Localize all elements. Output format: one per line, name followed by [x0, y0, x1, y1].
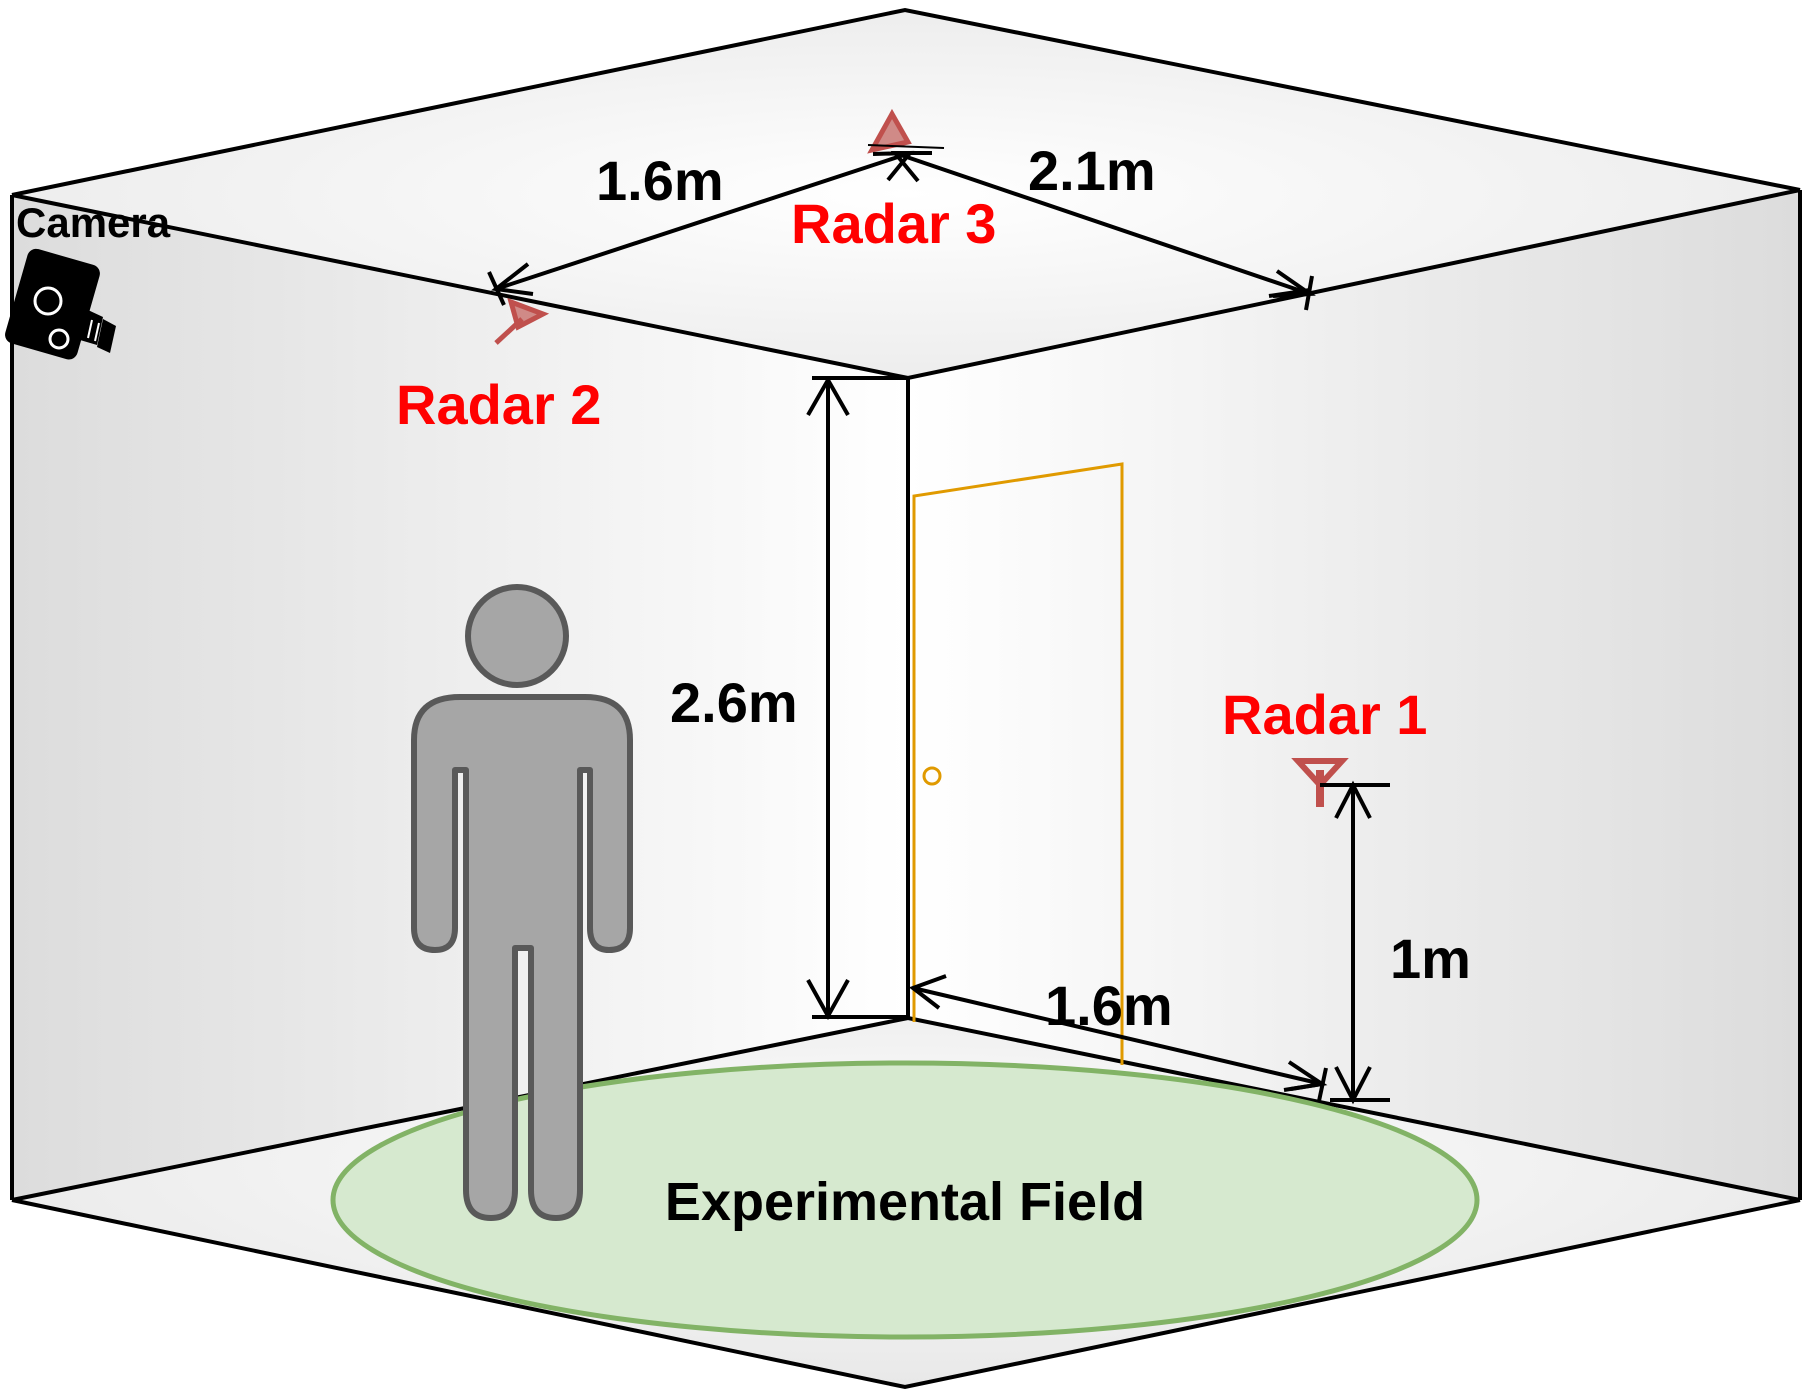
radar-1-label: Radar 1: [1222, 683, 1427, 746]
experimental-field: [330, 1060, 1480, 1340]
person-icon: [411, 584, 633, 1221]
camera-icon: [5, 248, 116, 360]
dim-corner-radar1: 1.6m: [1045, 974, 1173, 1037]
camera-label: Camera: [16, 199, 171, 246]
radar-icon: [867, 108, 945, 154]
dim-radar1-height: 1m: [1390, 927, 1471, 990]
radar-3-label: Radar 3: [791, 192, 996, 255]
radar-icon: [494, 297, 550, 345]
experimental-field-label: Experimental Field: [665, 1172, 1145, 1232]
radar-2-label: Radar 2: [396, 373, 601, 436]
dimension-arrows: [487, 150, 1390, 1105]
door-icon: [912, 462, 1124, 1065]
right-wall: [908, 190, 1800, 1200]
radar-icon: [1291, 758, 1349, 807]
dim-radar2-radar3: 1.6m: [596, 149, 724, 212]
dim-wall-height: 2.6m: [670, 671, 798, 734]
dim-radar3-right-wall: 2.1m: [1028, 139, 1156, 202]
